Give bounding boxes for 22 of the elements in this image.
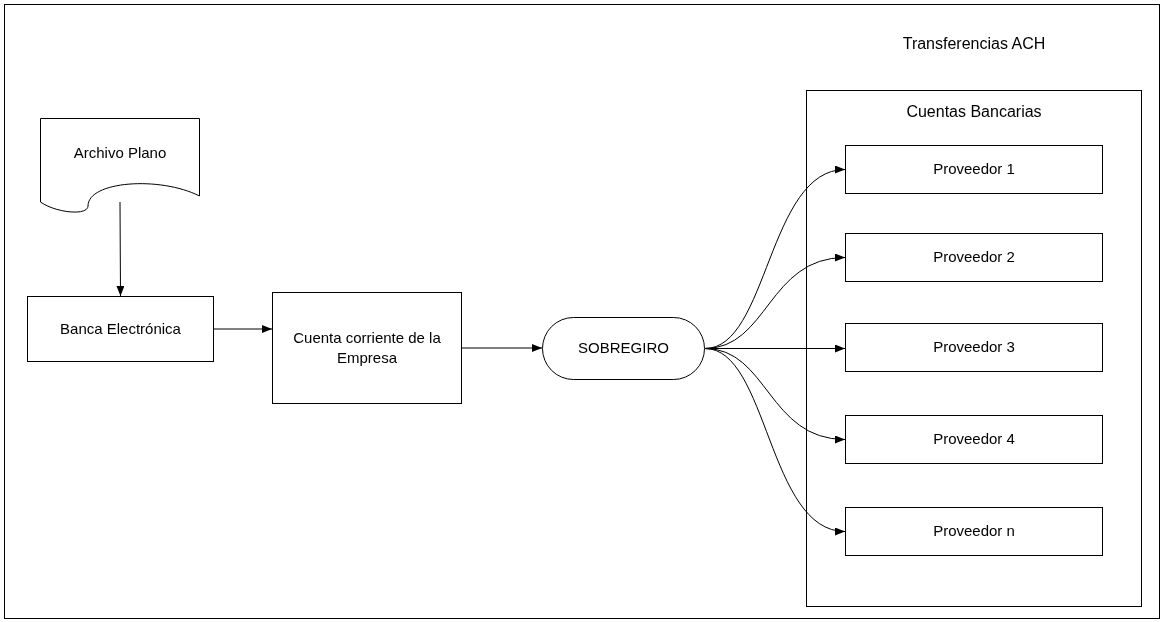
node-label: SOBREGIRO [577, 338, 670, 359]
node-label: Cuenta corriente de la Empresa [292, 327, 442, 368]
node-label: Proveedor 3 [932, 337, 1016, 358]
process-box [272, 292, 462, 404]
process-box [845, 507, 1103, 556]
container-heading: Transferencias ACH [901, 35, 1047, 53]
arrow [704, 348, 846, 534]
process-box [27, 296, 214, 362]
node-label: Proveedor n [932, 521, 1016, 542]
process-box [845, 415, 1103, 464]
node-label: Banca Electrónica [59, 318, 182, 339]
process-box [845, 145, 1103, 194]
document-shape [40, 118, 200, 216]
node-label: Proveedor 2 [932, 247, 1016, 268]
node-label: Archivo Plano [72, 142, 168, 163]
node-label: Proveedor 1 [932, 159, 1016, 180]
node-label: Proveedor 4 [932, 429, 1016, 450]
container-heading: Cuentas Bancarias [905, 103, 1043, 121]
arrow [213, 325, 273, 333]
process-box [845, 233, 1103, 282]
arrow [461, 344, 543, 352]
process-box [845, 323, 1103, 372]
